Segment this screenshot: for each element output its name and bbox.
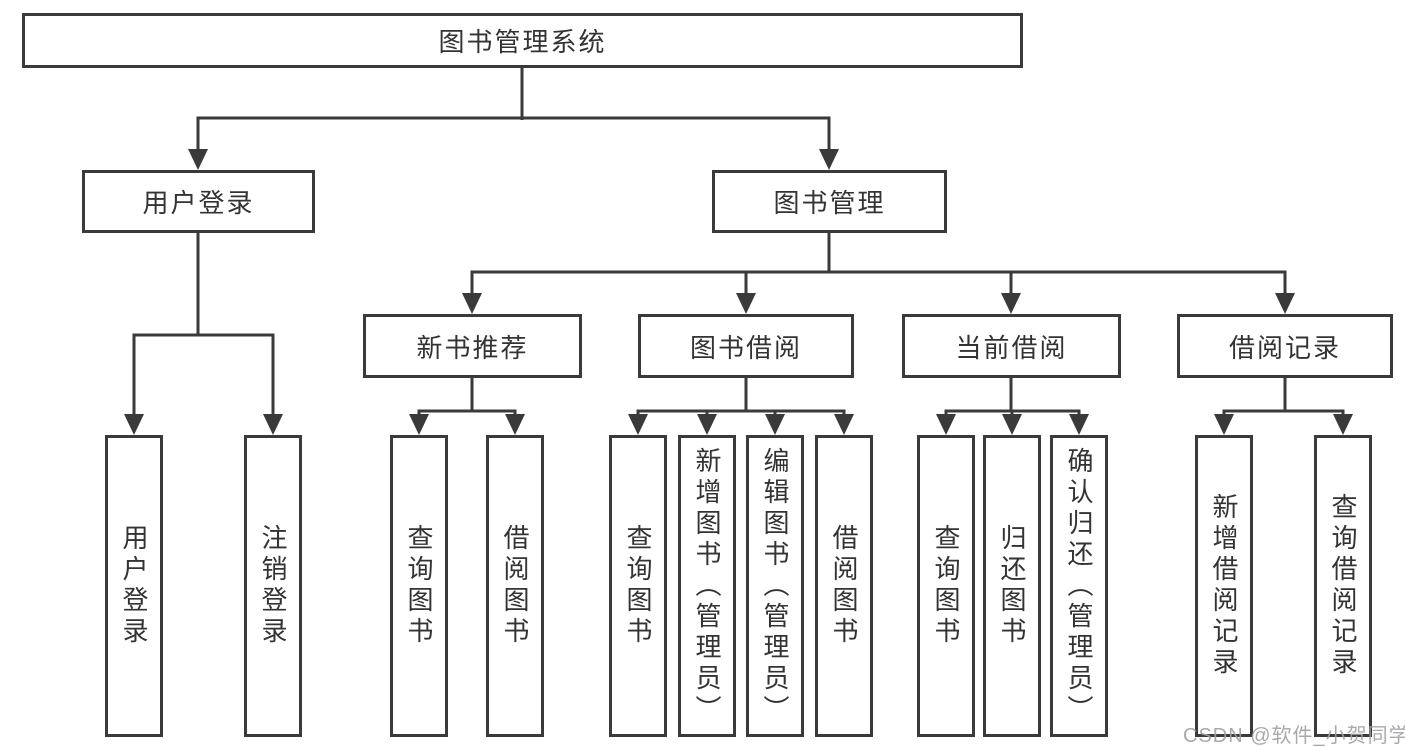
node-label: 新增借阅记录 bbox=[1209, 493, 1239, 679]
node-label: 当前借阅 bbox=[955, 332, 1068, 363]
leaf-return-books: 归还图书 bbox=[983, 435, 1041, 737]
node-label: 注销登录 bbox=[258, 524, 288, 648]
node-label: 查询借阅记录 bbox=[1328, 493, 1358, 679]
node-label: 图书管理系统 bbox=[438, 27, 607, 57]
node-label: 编辑图书（管理员） bbox=[760, 446, 790, 726]
leaf-borrow-books-recommend: 借阅图书 bbox=[486, 435, 544, 737]
node-label: 借阅图书 bbox=[829, 524, 859, 648]
node-current-borrowing: 当前借阅 bbox=[902, 314, 1121, 378]
node-label: 用户登录 bbox=[142, 188, 255, 218]
node-book-borrowing: 图书借阅 bbox=[638, 314, 854, 378]
leaf-query-books-recommend: 查询图书 bbox=[390, 435, 448, 737]
node-label: 新书推荐 bbox=[416, 332, 529, 363]
leaf-borrow-books-borrowing: 借阅图书 bbox=[815, 435, 873, 737]
node-borrowing-records: 借阅记录 bbox=[1177, 314, 1393, 378]
leaf-query-books-borrowing: 查询图书 bbox=[609, 435, 667, 737]
node-label: 新增图书（管理员） bbox=[692, 446, 722, 726]
leaf-query-books-current: 查询图书 bbox=[917, 435, 975, 737]
node-label: 用户登录 bbox=[119, 524, 149, 648]
node-book-management: 图书管理 bbox=[712, 170, 947, 233]
node-label: 确认归还（管理员） bbox=[1064, 446, 1094, 726]
node-system-root: 图书管理系统 bbox=[22, 13, 1023, 68]
node-user-login: 用户登录 bbox=[82, 170, 315, 233]
leaf-confirm-return-admin: 确认归还（管理员） bbox=[1050, 435, 1108, 737]
node-label: 借阅记录 bbox=[1228, 332, 1341, 363]
node-new-book-recommend: 新书推荐 bbox=[363, 314, 582, 378]
node-label: 归还图书 bbox=[997, 524, 1027, 648]
leaf-edit-books-admin: 编辑图书（管理员） bbox=[746, 435, 804, 737]
node-label: 查询图书 bbox=[931, 524, 961, 648]
leaf-user-login: 用户登录 bbox=[105, 435, 163, 737]
csdn-watermark: CSDN @软件_小贺同学 bbox=[1183, 725, 1405, 747]
leaf-logout: 注销登录 bbox=[244, 435, 302, 737]
leaf-add-books-admin: 新增图书（管理员） bbox=[678, 435, 736, 737]
node-label: 查询图书 bbox=[404, 524, 434, 648]
node-label: 图书借阅 bbox=[689, 332, 802, 363]
node-label: 查询图书 bbox=[623, 524, 653, 648]
leaf-add-borrow-record: 新增借阅记录 bbox=[1195, 435, 1253, 737]
node-label: 图书管理 bbox=[773, 188, 886, 218]
node-label: 借阅图书 bbox=[500, 524, 530, 648]
leaf-query-borrow-record: 查询借阅记录 bbox=[1314, 435, 1372, 737]
